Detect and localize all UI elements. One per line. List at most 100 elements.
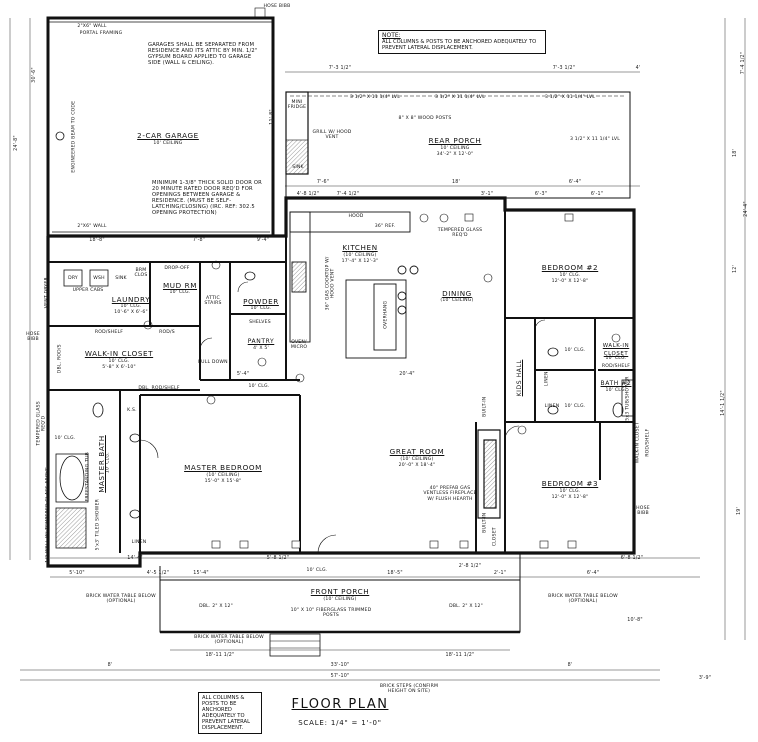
label-rod-shelf-5: ROD/SHELF <box>601 364 631 369</box>
label-portal: PORTAL FRAMING <box>79 31 123 36</box>
label-clg-mb: 10' CLG. <box>54 436 76 441</box>
label-grill: GRILL W/ HOOD VENT <box>312 130 352 141</box>
garage-door-note: MINIMUM 1-3/8" THICK SOLID DOOR OR 20 MI… <box>152 180 262 216</box>
dim-8-right: 8' <box>567 663 573 668</box>
label-built-in-1: BUILT-IN <box>482 396 488 417</box>
dim-19: 19' <box>737 506 742 516</box>
dim-6-3: 6'-3" <box>534 192 548 197</box>
label-ks: K.S. <box>127 408 137 413</box>
label-beam: ENGINEERED BEAM TO CODE <box>71 100 77 173</box>
closet-name: CLOSET <box>492 527 498 547</box>
door-swings <box>139 281 546 554</box>
master-bedroom-ceiling: (10' CEILING) <box>206 473 240 478</box>
label-rod-shelf-3: DBL. ROD/SHELF <box>138 386 180 391</box>
label-tub-shower: 5x3 TUB/SHOWER <box>625 376 631 421</box>
dim-12: 12' <box>733 264 738 274</box>
dim-8-left: 8' <box>107 663 113 668</box>
walk-in-closet-name: WALK-IN CLOSET <box>84 349 154 358</box>
fireplace <box>477 429 501 519</box>
master-bath-ceiling: 10' CLG. <box>105 452 111 474</box>
dim-rear-6-4: 6'-4" <box>568 180 582 185</box>
label-rod-shelf-6: ROD/SHELF <box>645 428 651 457</box>
label-lvl-3: 3 1/2" X 11 1/4" LVL <box>545 95 595 100</box>
dim-2-1: 2'-1" <box>493 571 507 576</box>
kitchen-ceiling: (10' CEILING) <box>343 253 377 258</box>
dim-6-1: 6'-1" <box>590 192 604 197</box>
great-room-ceiling: (10' CEILING) <box>400 457 434 462</box>
laundry-size: 10'-6" X 6'-6" <box>114 310 148 315</box>
rear-porch-size: 34'-2" X 12'-0" <box>436 152 474 157</box>
dim-15-4: 15'-4" <box>193 571 209 576</box>
label-ref: 36" REF. <box>374 224 396 229</box>
dim-5-10: 5'-10" <box>69 571 85 576</box>
note-top-heading: NOTE: <box>382 32 401 39</box>
linen-name: LINEN <box>544 371 550 387</box>
label-clg-hall-a: 10' CLG. <box>564 348 586 353</box>
pantry-name: PANTRY <box>247 338 275 345</box>
dim-top-left: 30'-6" <box>32 67 37 83</box>
label-lvl-4: 3 1/2" X 11 1/4" LVL <box>570 137 620 142</box>
front-porch <box>159 553 521 657</box>
bedroom2-name: BEDROOM #2 <box>541 263 599 272</box>
dining-ceiling: (10' CEILING) <box>440 298 474 303</box>
walk-in-closet-size: 5'-8" X 6'-10" <box>102 365 136 370</box>
label-lvl-1: 3 1/2" X 11 1/4" LVL <box>350 95 400 100</box>
kitchen-name: KITCHEN <box>342 243 378 252</box>
dim-57-10: 57'-10" <box>330 674 350 679</box>
label-hose-bibb-1: HOSE BIBB <box>263 4 291 9</box>
dim-33-10: 33'-10" <box>330 663 350 668</box>
label-clg-hall-b: 10' CLG. <box>564 404 586 409</box>
bedroom2-ceiling: 10' CLG. <box>559 273 581 278</box>
dim-14-1: 14'-1 1/2" <box>721 390 726 416</box>
label-attic-stairs: ATTIC STAIRS <box>204 296 222 307</box>
label-mini-fridge: MINI FRIDGE <box>287 100 307 111</box>
label-brick-steps: BRICK STEPS (CONFIRM HEIGHT ON SITE) <box>379 684 439 695</box>
label-wall-top: 2"X6" WALL <box>77 24 107 29</box>
label-oven: OVEN/ MICRO <box>290 340 308 351</box>
dim-14-4: 14'-4" <box>127 556 143 561</box>
label-tiled-shower: 5'x3' TILED SHOWER <box>95 499 101 551</box>
label-wall-bot: 2"X6" WALL <box>77 224 107 229</box>
dim-3-9: 3'-9" <box>698 676 712 681</box>
interior-walls <box>48 210 634 553</box>
label-half-wall: 1/2 WALL W/ TEMPERED GLASS ABOVE <box>45 466 51 563</box>
label-brick-left: BRICK WATER TABLE BELOW (OPTIONAL) <box>86 594 156 605</box>
label-dry: DRY <box>68 276 78 281</box>
walk-in-closet2-ceiling: 10' CLG. <box>605 356 627 361</box>
label-pull-down: PULL DOWN <box>198 360 228 365</box>
dim-5-4: 5'-4" <box>236 372 250 377</box>
label-lvl-2: 3 1/2" X 11 1/4" LVL <box>435 95 485 100</box>
dim-7-4b: 7'-4 1/2" <box>741 51 746 75</box>
label-brm: BRM CLOS <box>134 268 148 279</box>
label-hood: HOOD <box>348 214 364 219</box>
label-linen-mb: LINEN <box>131 540 147 545</box>
note-bottom-text: ALL COLUMNS & POSTS TO BE ANCHORED ADEQU… <box>202 695 250 731</box>
dim-7-4: 7'-4 1/2" <box>336 192 360 197</box>
label-brick-front: BRICK WATER TABLE BELOW (OPTIONAL) <box>194 635 264 646</box>
dim-18: 18' <box>733 148 738 158</box>
mud-rm-ceiling: 10' CLG. <box>169 290 191 295</box>
kitchen-size: 17'-4" X 12'-3" <box>341 259 379 264</box>
fixtures <box>55 269 635 549</box>
dimension-lines <box>9 18 746 681</box>
label-fireplace: 40" PREFAB GAS VENTLESS FIREPLACE W/ FLU… <box>423 486 477 502</box>
bath2-name: BATH #2 <box>600 380 632 387</box>
dim-18-11: 18'-11 1/2" <box>205 653 235 658</box>
label-tempered-glass-2: TEMPERED GLASS REQ'D <box>36 401 47 446</box>
label-clg-gr: 10' CLG. <box>248 384 270 389</box>
master-bedroom-name: MASTER BEDROOM <box>184 463 262 472</box>
label-rod-shelf-4: DBL. ROD/S <box>57 344 63 374</box>
callout-circles <box>143 213 621 435</box>
label-fiberglass-posts: 10" X 10" FIBERGLASS TRIMMED POSTS <box>290 608 372 619</box>
label-overhang: OVERHANG <box>383 300 389 329</box>
dim-top-mid: 7'-3 1/2" <box>328 66 352 71</box>
kitchen-counters <box>289 211 419 359</box>
laundry-name: LAUNDRY <box>111 295 151 304</box>
dim-5-8: 5'-8 1/2" <box>266 556 290 561</box>
dim-top-right: 4' <box>635 66 641 71</box>
label-cooktop: 36" GAS COOKTOP W/ HOOD VENT <box>325 256 336 311</box>
label-shelves: SHELVES <box>249 320 271 325</box>
page-title: FLOOR PLAN <box>291 697 389 712</box>
dim-18-8: 18'-8" <box>89 238 105 243</box>
